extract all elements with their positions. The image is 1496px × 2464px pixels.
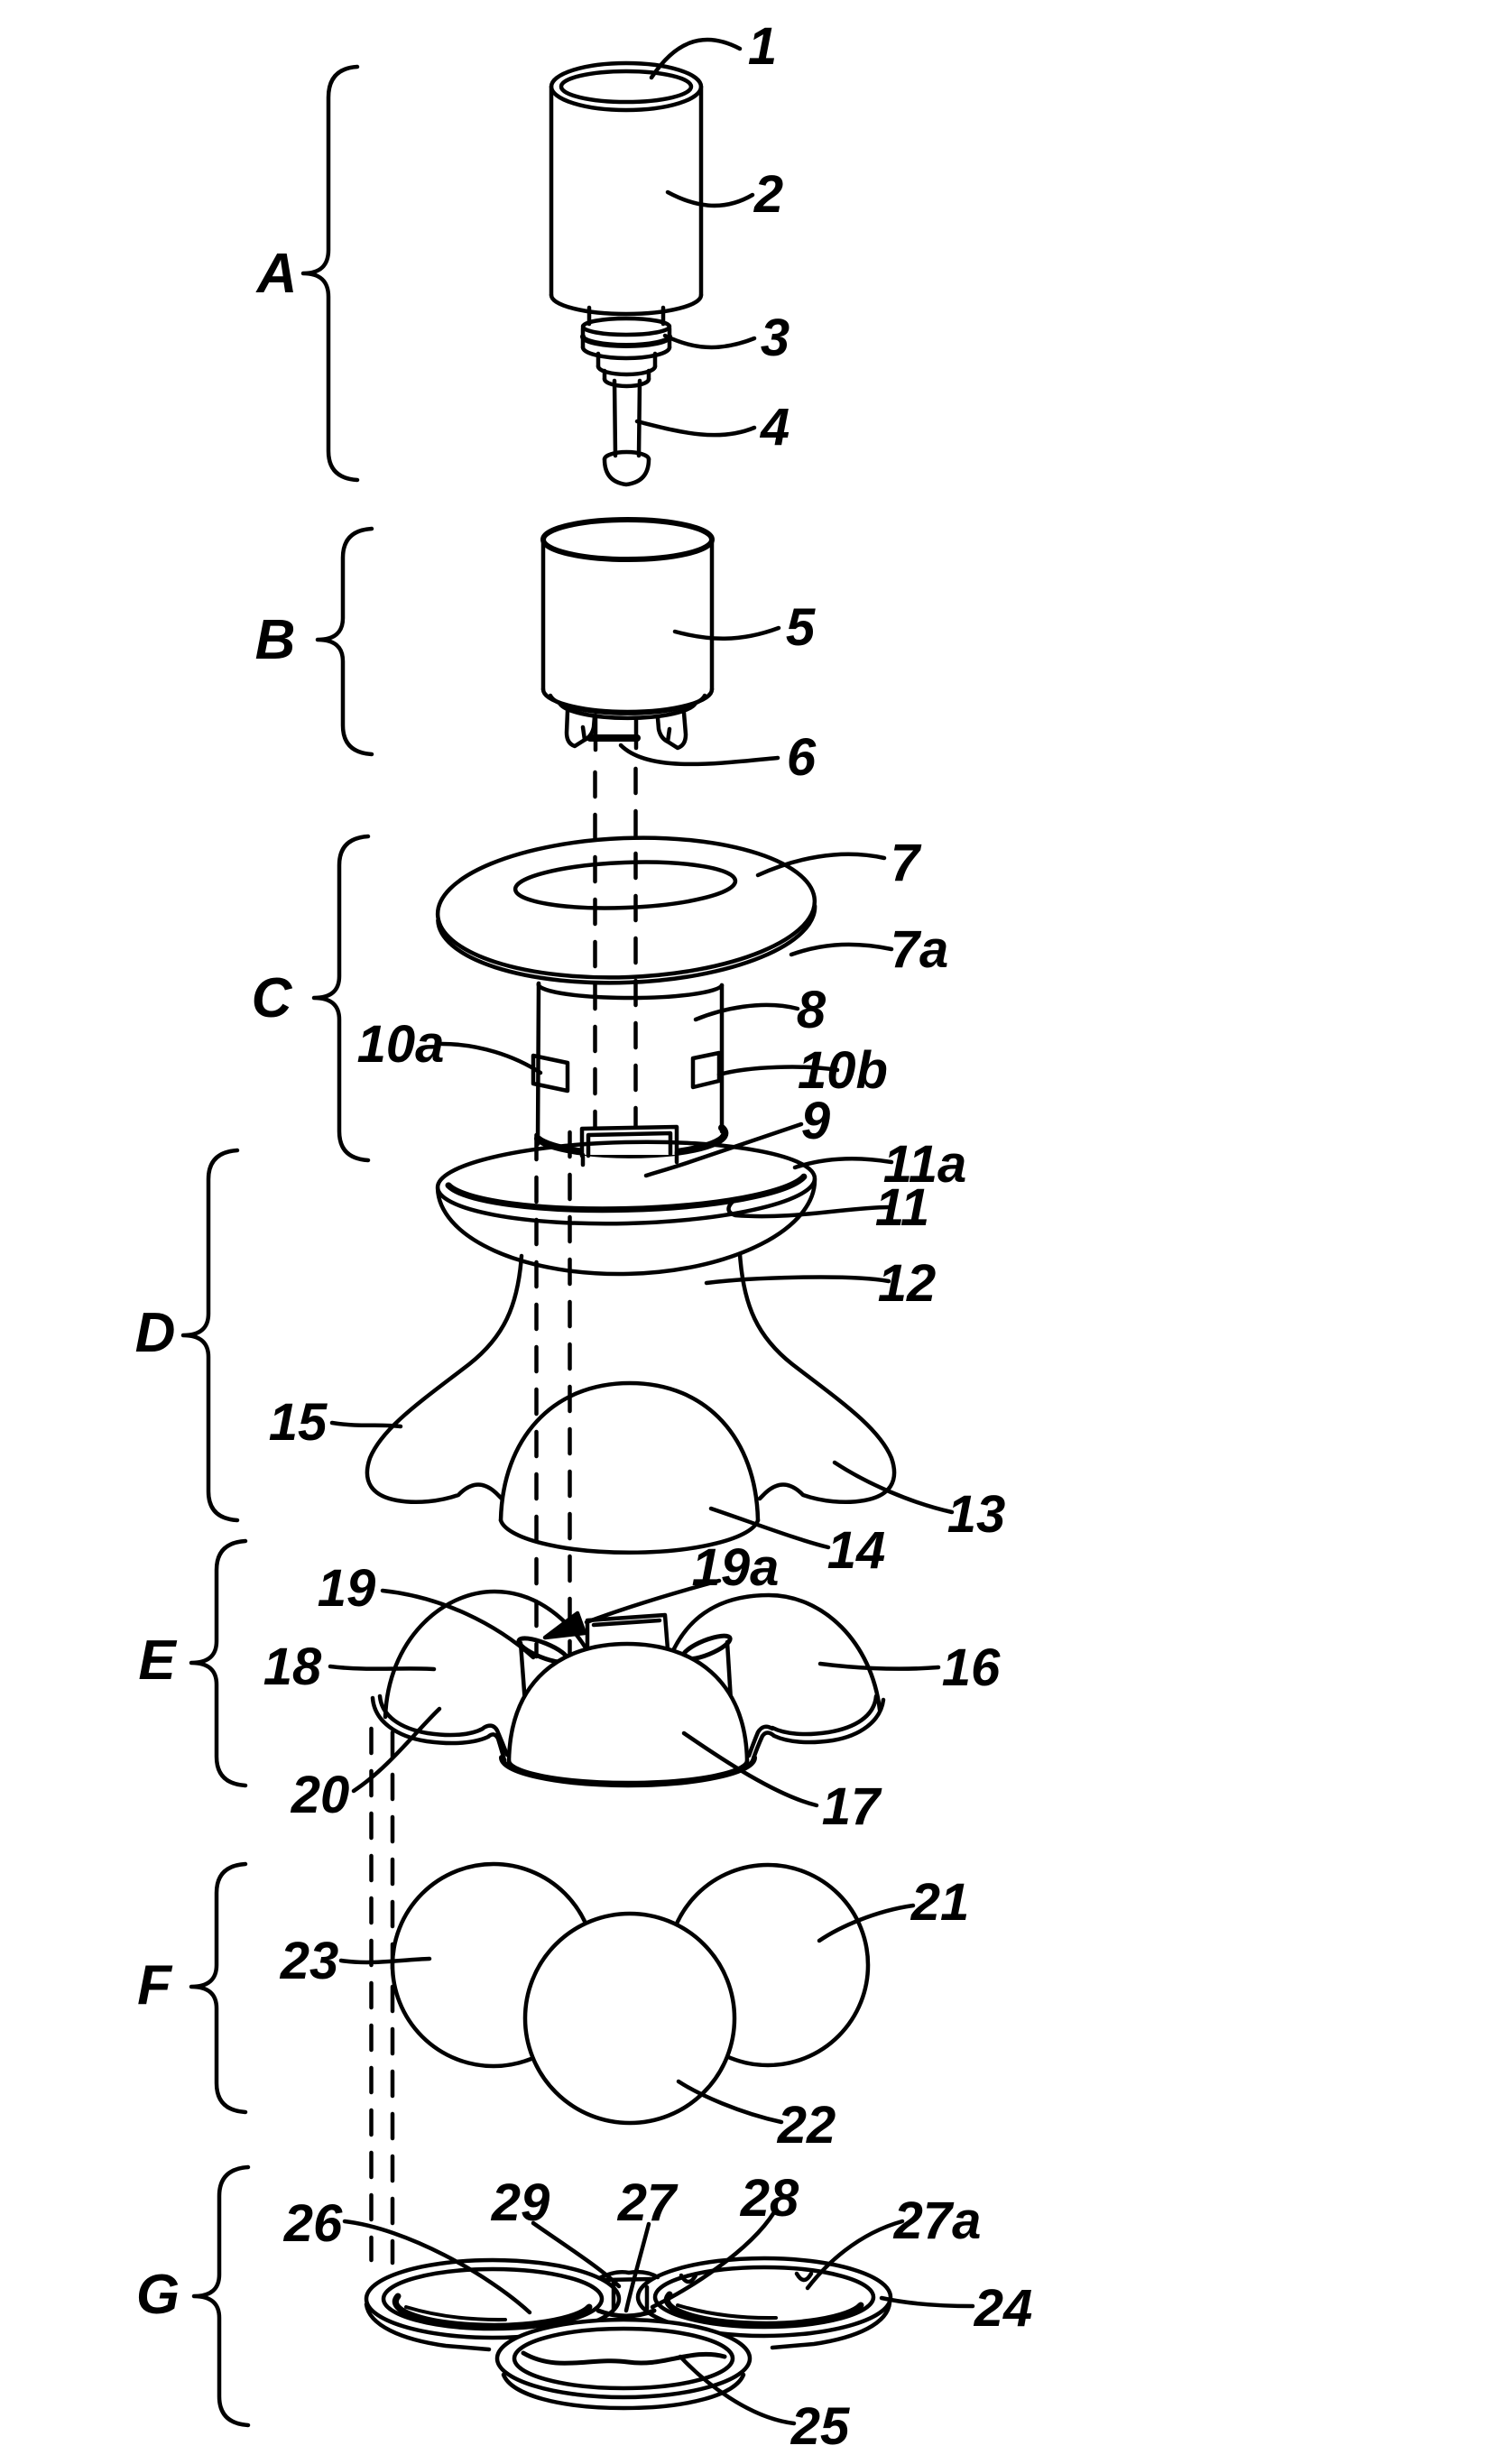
svg-text:D: D (135, 1302, 176, 1364)
svg-text:9: 9 (801, 1092, 830, 1150)
svg-text:7a: 7a (891, 920, 949, 979)
svg-text:E: E (138, 1629, 177, 1692)
svg-text:15: 15 (269, 1393, 328, 1452)
svg-text:3: 3 (761, 309, 790, 367)
svg-text:23: 23 (280, 1932, 339, 1990)
svg-text:C: C (252, 967, 293, 1029)
svg-text:11: 11 (875, 1178, 929, 1237)
svg-text:4: 4 (760, 398, 790, 457)
svg-text:10b: 10b (798, 1041, 888, 1100)
svg-text:19: 19 (318, 1559, 376, 1618)
svg-text:1: 1 (748, 17, 777, 76)
svg-text:22: 22 (777, 2096, 836, 2155)
svg-text:B: B (255, 609, 296, 671)
svg-text:13: 13 (947, 1485, 1006, 1544)
svg-text:26: 26 (283, 2194, 343, 2253)
svg-text:18: 18 (263, 1638, 322, 1696)
svg-text:F: F (137, 1954, 173, 2016)
svg-text:20: 20 (291, 1766, 350, 1824)
svg-text:14: 14 (827, 1521, 886, 1580)
svg-text:11a: 11a (883, 1135, 966, 1194)
svg-text:5: 5 (786, 598, 816, 657)
svg-text:27a: 27a (893, 2192, 982, 2250)
svg-text:19a: 19a (692, 1538, 780, 1597)
svg-text:29: 29 (491, 2173, 550, 2232)
svg-text:8: 8 (797, 981, 826, 1039)
svg-text:12: 12 (878, 1254, 937, 1313)
svg-text:27: 27 (617, 2173, 679, 2232)
svg-text:6: 6 (787, 728, 817, 787)
svg-text:7: 7 (891, 834, 922, 892)
svg-text:2: 2 (753, 165, 783, 224)
svg-text:17: 17 (822, 1777, 882, 1836)
svg-text:10a: 10a (357, 1015, 445, 1074)
svg-text:G: G (136, 2264, 180, 2326)
svg-text:28: 28 (740, 2169, 799, 2228)
svg-text:16: 16 (942, 1638, 1001, 1697)
svg-text:21: 21 (910, 1873, 970, 1932)
svg-text:24: 24 (974, 2279, 1033, 2338)
svg-text:25: 25 (790, 2397, 850, 2456)
svg-text:A: A (255, 243, 298, 305)
